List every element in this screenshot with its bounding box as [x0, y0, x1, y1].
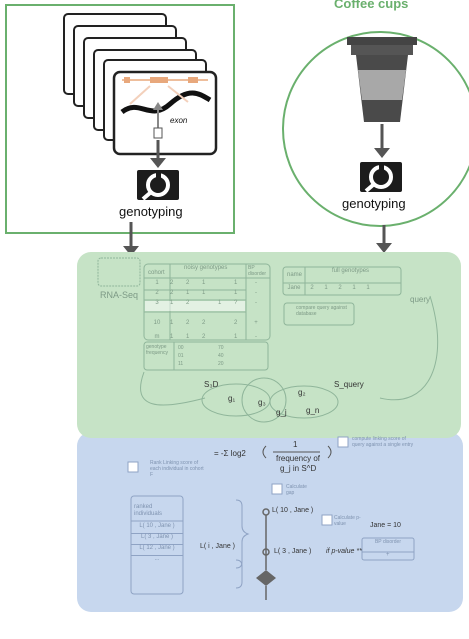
query-row: Jane 2 1 2 1 1 — [283, 285, 375, 291]
genotype-frequency-header: genotype frequency — [146, 344, 174, 356]
linking-score-panel — [77, 432, 463, 612]
cohort-row: 1 2 2 1 1 - — [144, 280, 270, 290]
l-i-jane: L( i , Jane ) — [200, 543, 235, 550]
rnaseq-label: RNA-Seq — [100, 290, 138, 300]
gj-label: g_j — [276, 408, 287, 417]
coffee-cups-title: Coffee cups — [334, 0, 408, 11]
g1-label: g₁ — [228, 394, 235, 403]
query-label: query — [410, 295, 430, 304]
ranked-individuals-header: ranked individuals — [134, 504, 182, 518]
formula-denominator-1: frequency of — [276, 454, 320, 463]
gn-label: g_n — [306, 406, 319, 415]
bp-disorder-header: BP disorder — [248, 265, 268, 277]
genotyping-label-left: genotyping — [119, 204, 183, 219]
exon-label: exon — [170, 116, 187, 125]
full-genotypes-header: full genotypes — [332, 268, 369, 274]
formula-denominator-2: g_j in S^D — [280, 464, 316, 473]
calculate-pvalue-text: Calculate p-value — [334, 515, 364, 527]
cohort-header: cohort — [148, 270, 165, 276]
g3-label: g₃ — [258, 398, 266, 407]
cohort-rows: 1 2 2 1 1 - 2 2 1 1 1 - 3 1 2 1 ? - 10 1… — [144, 280, 270, 344]
cohort-row: 10 1 2 2 2 + — [144, 312, 270, 334]
cohort-row: m 1 1 2 1 - — [144, 334, 270, 344]
calculate-gap-text: Calculate gap — [286, 484, 316, 496]
ranked-row: L( 12 , Jane ) — [131, 545, 183, 556]
g2-label: g₂ — [298, 388, 306, 397]
pvalue-condition: if p-value ** — [326, 548, 362, 555]
l-3-jane: L( 3 , Jane ) — [274, 548, 311, 555]
bp-disorder-result-header: BP disorder — [366, 539, 410, 545]
bp-disorder-result-value: + — [386, 552, 390, 558]
formula-prefix: = -Σ log2 — [214, 449, 246, 458]
formula-numerator: 1 — [293, 440, 297, 449]
genotyping-label-right: genotyping — [342, 196, 406, 211]
squery-label: S_query — [334, 380, 364, 389]
ranked-list: L( 10 , Jane ) L( 3 , Jane ) L( 12 , Jan… — [131, 523, 183, 566]
jane-equals: Jane = 10 — [370, 522, 401, 529]
ranked-row: ... — [131, 556, 183, 566]
cohort-row: 3 1 2 1 ? - — [144, 300, 270, 312]
query-name-header: name — [287, 272, 302, 278]
rank-linking-text: Rank Linking score of each individual in… — [150, 460, 206, 478]
ranked-row: L( 3 , Jane ) — [131, 534, 183, 545]
ranked-row: L( 10 , Jane ) — [131, 523, 183, 534]
cohort-row: 2 2 1 1 1 - — [144, 290, 270, 300]
noisy-genotypes-header: noisy genotypes — [184, 265, 227, 271]
s3d-label: S₃D — [204, 380, 218, 389]
l-10-jane: L( 10 , Jane ) — [272, 507, 313, 514]
compute-linking-text: compute linking score of query against a… — [352, 436, 416, 448]
compare-query-text: compare query against database — [296, 305, 352, 317]
